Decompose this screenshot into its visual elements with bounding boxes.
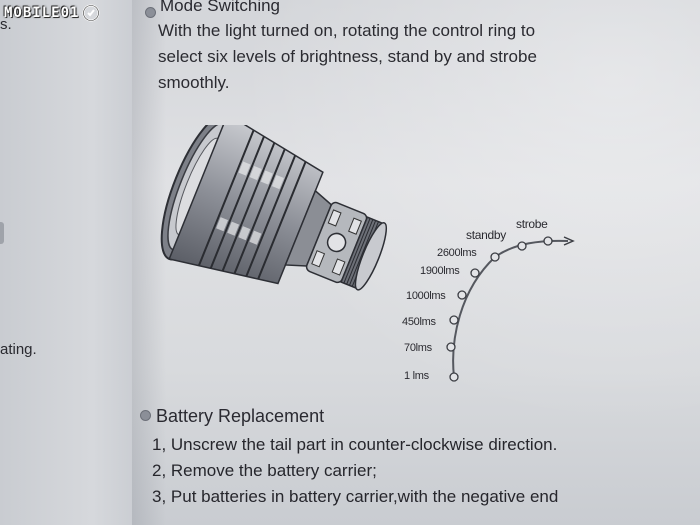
level-dot bbox=[470, 268, 480, 278]
level-dot bbox=[490, 252, 500, 262]
section-heading-battery-replacement: Battery Replacement bbox=[156, 406, 325, 426]
flashlight-illustration bbox=[160, 125, 388, 291]
battery-step: 1, Unscrew the tail part in counter-cloc… bbox=[152, 435, 558, 454]
bullet-icon bbox=[145, 7, 156, 18]
level-label-strobe: strobe bbox=[516, 217, 548, 231]
left-page: s. ating. bbox=[0, 0, 133, 525]
level-dot bbox=[449, 372, 459, 382]
level-label-1: 1 lms bbox=[404, 370, 429, 382]
mode-switching-line: select six levels of brightness, stand b… bbox=[158, 47, 537, 66]
section-heading-mode-switching: Mode Switching bbox=[160, 0, 281, 15]
battery-step: 2, Remove the battery carrier; bbox=[152, 461, 377, 480]
level-dot bbox=[446, 342, 456, 352]
arrow-head-icon bbox=[563, 236, 575, 246]
brightness-arc-diagram bbox=[446, 236, 575, 382]
level-dot bbox=[449, 315, 459, 325]
left-page-text-fragment: s. bbox=[0, 16, 12, 33]
mode-switching-text: With the light turned on, rotating the c… bbox=[158, 18, 537, 96]
mode-switching-line: With the light turned on, rotating the c… bbox=[158, 21, 536, 40]
bullet-icon bbox=[140, 410, 151, 421]
watermark-text: MOBILE01 bbox=[4, 5, 80, 21]
level-label-450: 450lms bbox=[402, 316, 436, 328]
battery-step: 3, Put batteries in battery carrier,with… bbox=[152, 487, 559, 506]
level-label-2600: 2600lms bbox=[437, 247, 477, 259]
left-page-tab-mark bbox=[0, 222, 4, 244]
level-label-1900: 1900lms bbox=[420, 265, 460, 277]
level-dot bbox=[517, 241, 527, 251]
level-label-1000: 1000lms bbox=[406, 290, 446, 302]
battery-steps-list: 1, Unscrew the tail part in counter-cloc… bbox=[152, 432, 558, 510]
level-dot bbox=[543, 236, 553, 246]
left-page-text-fragment: ating. bbox=[0, 341, 37, 358]
level-label-70: 70lms bbox=[404, 342, 432, 354]
mobile01-logo-icon bbox=[82, 4, 100, 22]
level-dot bbox=[457, 290, 467, 300]
watermark: MOBILE01 bbox=[4, 3, 100, 23]
mode-switching-line: smoothly. bbox=[158, 73, 230, 92]
level-label-standby: standby bbox=[466, 228, 506, 242]
